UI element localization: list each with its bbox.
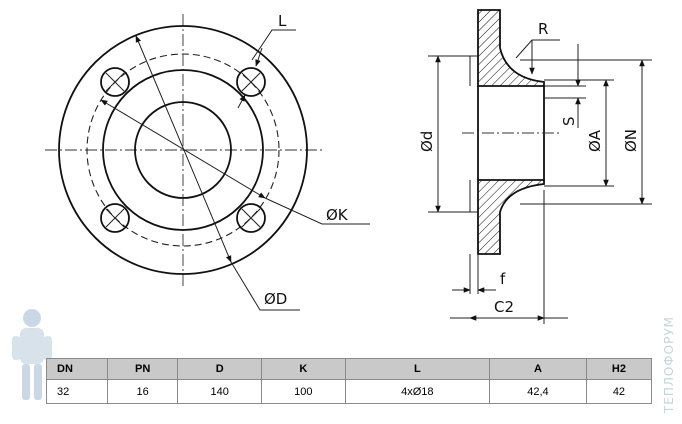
cell-dn: 32 <box>46 379 108 404</box>
label-n: ØN <box>622 129 640 152</box>
header-k: K <box>260 358 346 380</box>
label-s: S <box>560 116 578 126</box>
leader-r <box>515 39 560 59</box>
label-l: L <box>278 12 287 30</box>
outer-circle-d <box>58 25 308 275</box>
section-bottom-hatch <box>477 179 545 255</box>
leader-l <box>251 29 296 61</box>
table-header-row: DN PN D K L A H2 <box>46 358 653 380</box>
watermark-text: ТЕПЛОФОРУМ <box>662 316 676 414</box>
label-r: R <box>538 20 548 38</box>
bolt-hole-top-left <box>100 67 130 97</box>
label-f: f <box>500 270 506 288</box>
leader-d <box>230 261 300 311</box>
bolt-hole-top-right <box>236 67 266 97</box>
table-row: 32 16 140 100 4xØ18 42,4 42 <box>46 379 653 404</box>
header-pn: PN <box>106 358 179 380</box>
label-k: ØK <box>326 206 349 224</box>
label-c2: C2 <box>494 298 514 316</box>
header-dn: DN <box>46 358 108 380</box>
plumber-mascot-image <box>12 309 52 400</box>
dimension-line-l <box>255 47 263 67</box>
specification-table: DN PN D K L A H2 32 16 140 100 4xØ18 42,… <box>46 358 653 404</box>
cell-d: 140 <box>177 379 262 404</box>
label-d-inner: Ød <box>418 131 436 152</box>
cell-k: 100 <box>260 379 346 404</box>
cell-h2: 42 <box>585 379 653 404</box>
header-l: L <box>344 358 491 380</box>
section-top-hatch <box>477 9 545 87</box>
leader-k <box>264 197 370 225</box>
cell-pn: 16 <box>106 379 179 404</box>
label-d-outer: ØD <box>264 290 287 308</box>
dimension-line-k <box>100 99 266 199</box>
header-a: A <box>489 358 587 380</box>
dimension-line-l-lower <box>237 94 246 109</box>
front-view <box>45 14 370 311</box>
bolt-hole-bottom-left <box>100 203 130 233</box>
label-a: ØA <box>586 129 604 152</box>
cell-l: 4xØ18 <box>344 379 491 404</box>
cell-a: 42,4 <box>489 379 587 404</box>
header-d: D <box>177 358 262 380</box>
bolt-hole-bottom-right <box>236 203 266 233</box>
header-h2: H2 <box>585 358 653 380</box>
section-view <box>428 9 652 324</box>
